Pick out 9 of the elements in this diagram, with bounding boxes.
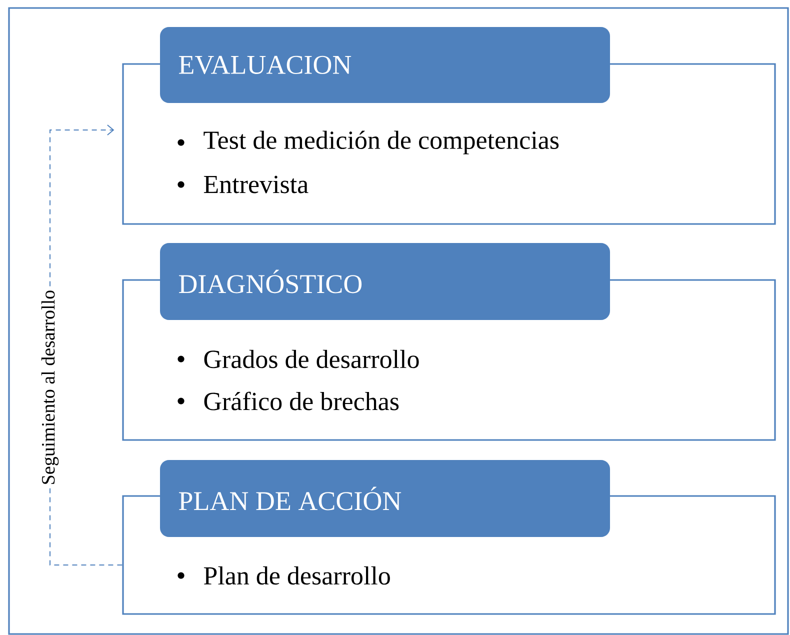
bullet-item: Gráfico de brechas (178, 392, 399, 410)
edge-label: Seguimiento al desarrollo (38, 286, 62, 488)
bullet-item: Entrevista (178, 176, 308, 194)
header-box: DIAGNÓSTICO (160, 243, 610, 320)
bullet-item: Test de medición de competencias (178, 130, 559, 154)
bullet-item: Plan de desarrollo (178, 566, 390, 585)
header-box: PLAN DE ACCIÓN (160, 460, 610, 537)
bullet-item: Grados de desarrollo (178, 350, 419, 368)
header-box: EVALUACION (160, 27, 610, 103)
